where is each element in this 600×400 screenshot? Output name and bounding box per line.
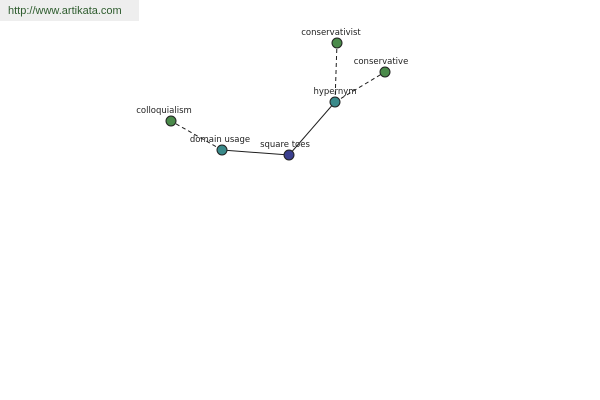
- node-label-hypernym: hypernym: [313, 87, 356, 97]
- edge-hypernym-to-conservativist: [334, 42, 338, 103]
- node-dot-colloquialism[interactable]: [165, 115, 177, 127]
- edge-hypernym-to-conservative: [334, 71, 386, 103]
- edge-domain-usage-to-colloquialism: [170, 120, 223, 151]
- node-domain-usage[interactable]: domain usage: [190, 135, 250, 156]
- node-hypernym[interactable]: hypernym: [313, 87, 357, 108]
- source-url-link[interactable]: http://www.artikata.com: [0, 0, 139, 21]
- node-dot-conservativist[interactable]: [331, 37, 343, 49]
- node-conservativist[interactable]: conservativist: [301, 28, 361, 49]
- node-dot-conservative[interactable]: [379, 66, 391, 78]
- node-label-conservative: conservative: [354, 57, 409, 67]
- graph-nodes: square toes domain usage colloquialism hype…: [136, 28, 409, 161]
- node-label-colloquialism: colloquialism: [136, 106, 192, 116]
- node-colloquialism[interactable]: colloquialism: [136, 106, 192, 127]
- node-label-square-toes: square toes: [260, 140, 310, 150]
- node-square-toes[interactable]: square toes: [260, 140, 310, 161]
- edge-square-toes-to-hypernym: [288, 101, 336, 156]
- node-label-domain-usage: domain usage: [190, 135, 250, 145]
- node-dot-square-toes[interactable]: [283, 149, 295, 161]
- node-dot-domain-usage[interactable]: [216, 144, 228, 156]
- node-conservative[interactable]: conservative: [354, 57, 409, 78]
- node-label-conservativist: conservativist: [301, 28, 361, 38]
- node-dot-hypernym[interactable]: [329, 96, 341, 108]
- edge-square-toes-to-domain-usage: [221, 149, 290, 156]
- graph-edges: [170, 42, 386, 156]
